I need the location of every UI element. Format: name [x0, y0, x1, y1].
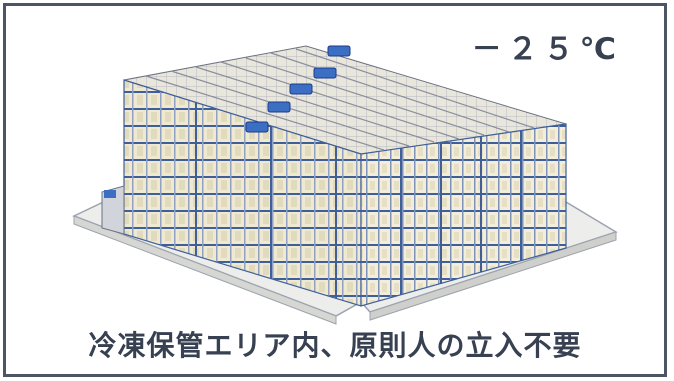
stacker-crane-shuttle-icon	[245, 45, 351, 133]
temperature-label: －２５℃	[471, 32, 622, 67]
caption: 冷凍保管エリア内、原則人の立入不要	[88, 329, 582, 362]
figure-frame: －２５℃ 冷凍保管エリア内、原則人の立入不要	[3, 3, 667, 377]
automated-warehouse-illustration	[72, 45, 618, 325]
